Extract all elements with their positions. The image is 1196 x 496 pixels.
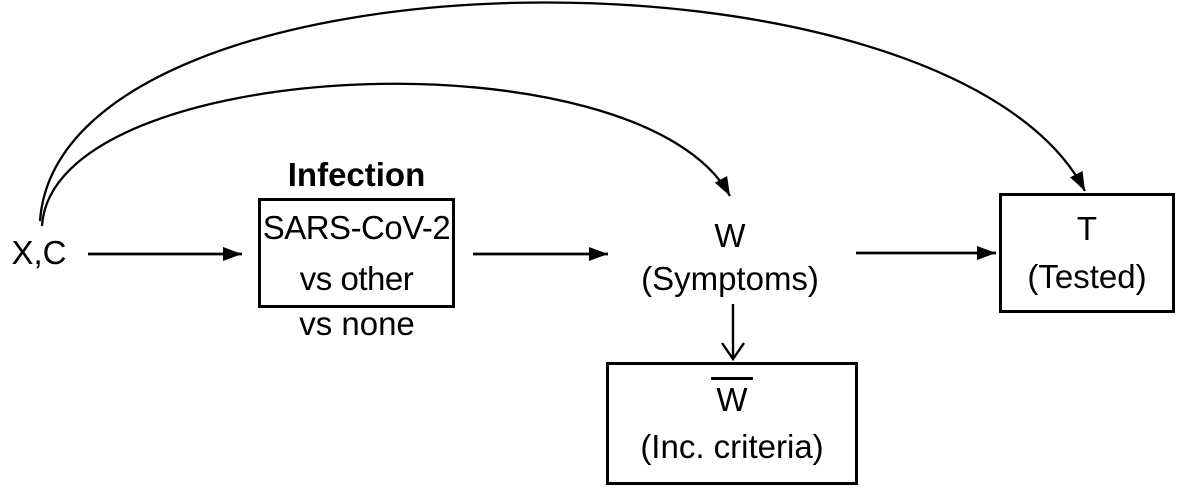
edge-w-to-wbar-arrowhead bbox=[721, 342, 745, 362]
node-symptoms: W (Symptoms) bbox=[630, 215, 830, 301]
edge-xc-to-w-curved-arrow bbox=[40, 82, 732, 227]
inclusion-sublabel: (Inc. criteria) bbox=[640, 427, 824, 465]
wbar-label: W bbox=[711, 377, 753, 418]
symptoms-sublabel: (Symptoms) bbox=[641, 259, 819, 297]
infection-heading: Infection bbox=[287, 156, 426, 193]
symptoms-label: W bbox=[714, 217, 746, 254]
infection-box: SARS-CoV-2 vs other bbox=[258, 198, 455, 308]
infection-footer: vs none bbox=[299, 305, 415, 342]
infection-box-line1: SARS-CoV-2 bbox=[262, 208, 451, 246]
edge-xc-to-t-curved-arrow bbox=[38, 1, 1087, 222]
infection-box-line2: vs other bbox=[299, 260, 414, 297]
node-xc: X,C bbox=[11, 234, 67, 271]
tested-sublabel: (Tested) bbox=[1027, 258, 1147, 295]
tested-box: T (Tested) bbox=[999, 193, 1175, 313]
tested-label: T bbox=[1076, 210, 1098, 248]
inclusion-criteria-box: W (Inc. criteria) bbox=[606, 362, 858, 485]
